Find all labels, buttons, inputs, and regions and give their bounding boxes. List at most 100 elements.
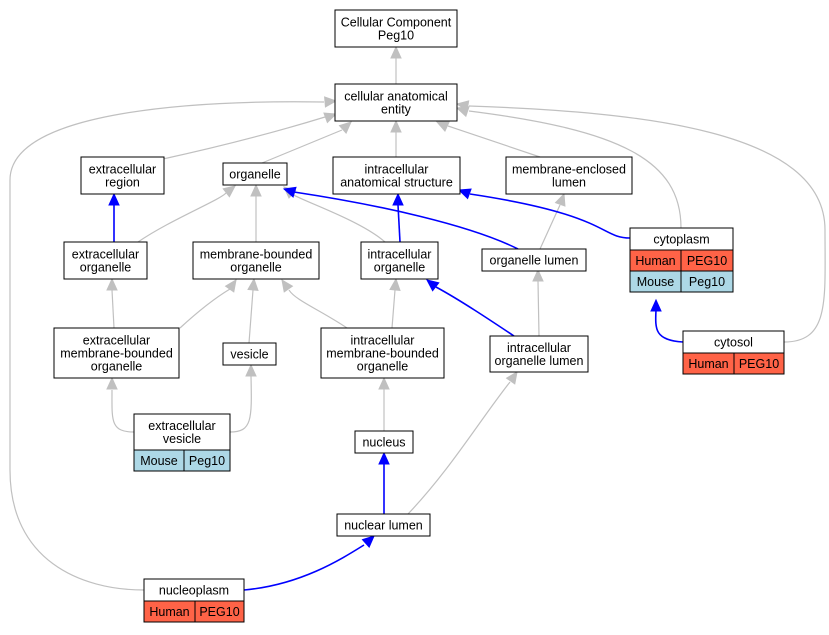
edge-io-ias: [392, 192, 404, 243]
node-nuc[interactable]: nucleus: [354, 430, 414, 454]
node-label-line: Cellular Component: [341, 16, 452, 30]
node-label-line: organelle: [229, 168, 280, 182]
gene-cell: [680, 270, 734, 293]
edge-cyto-ias: [457, 188, 631, 239]
arrowhead: [247, 277, 259, 291]
edge-eo-er: [108, 192, 120, 242]
node-label-line: membrane-enclosed: [512, 163, 626, 177]
edge-iol-io: [426, 279, 515, 337]
arrowhead: [250, 183, 262, 197]
arrowhead: [650, 298, 662, 312]
node-label-line: membrane-bounded: [326, 347, 439, 361]
node-label-line: Peg10: [378, 29, 414, 43]
node-box: [222, 162, 288, 186]
node-label-line: cytosol: [714, 336, 753, 350]
node-label-line: extracellular: [148, 419, 215, 433]
node-box: [334, 9, 458, 48]
node-box: [192, 241, 320, 280]
species-label: Mouse: [637, 275, 675, 289]
edge-ol-mel: [539, 192, 566, 250]
node-label-line: extracellular: [89, 163, 156, 177]
node-label-line: anatomical structure: [340, 176, 453, 190]
node-label-line: vesicle: [163, 432, 201, 446]
species-label: Human: [149, 605, 189, 619]
node-label-line: organelle lumen: [495, 354, 584, 368]
edges-layer: [9, 45, 826, 591]
node-box: [360, 241, 439, 280]
node-box: [320, 327, 445, 379]
node-box: [53, 327, 180, 379]
node-label-line: extracellular: [83, 334, 150, 348]
node-label-line: vesicle: [230, 348, 268, 362]
edge-np-cae: [9, 96, 338, 591]
arrowhead: [554, 192, 566, 207]
edge-org-cae: [261, 121, 352, 164]
arrowhead: [281, 279, 294, 293]
species-label: Human: [635, 254, 675, 268]
node-box: [505, 156, 633, 195]
arrowhead: [435, 121, 450, 133]
edge-nuc-imbo: [378, 376, 390, 431]
arrowhead: [390, 119, 402, 133]
node-ol[interactable]: organelle lumen: [481, 248, 587, 272]
node-label-line: organelle: [357, 360, 408, 374]
arrowhead: [361, 535, 375, 548]
node-label-line: region: [105, 176, 140, 190]
arrowhead: [245, 363, 257, 377]
node-box: [336, 513, 431, 537]
arrowhead: [282, 186, 297, 198]
arrowhead: [108, 192, 120, 206]
node-label-line: intracellular: [365, 163, 429, 177]
node-label-line: entity: [381, 103, 412, 117]
arrowhead: [222, 185, 236, 198]
node-box: [332, 156, 461, 195]
node-ves[interactable]: vesicle: [222, 342, 277, 366]
edge-imbo-io: [389, 277, 401, 329]
edge-nl-nuc: [378, 451, 390, 514]
gene-label: PEG10: [687, 254, 727, 268]
edge-ves-mbo: [247, 277, 259, 344]
gene-label: PEG10: [199, 605, 239, 619]
edge-ias-cae: [390, 119, 402, 157]
annotation-row: Human PEG10: [143, 600, 245, 623]
node-label-line: lumen: [552, 176, 586, 190]
arrowhead: [224, 279, 237, 293]
node-org[interactable]: organelle: [222, 162, 288, 186]
edge-mel-cae: [435, 121, 541, 158]
node-label-line: membrane-bounded: [200, 248, 313, 262]
node-label-line: intracellular: [507, 341, 571, 355]
arrowhead: [455, 100, 470, 112]
edge-ol-org: [282, 186, 519, 250]
node-nl[interactable]: nuclear lumen: [336, 513, 431, 537]
arrowhead: [324, 96, 338, 108]
node-label-line: organelle: [80, 261, 131, 275]
edge-ev-embo: [106, 376, 135, 433]
arrowhead: [106, 376, 118, 390]
arrowhead: [392, 192, 404, 206]
arrowhead: [390, 45, 402, 59]
node-box: [481, 248, 587, 272]
edge-io-org: [283, 186, 386, 243]
gene-label: Peg10: [189, 454, 225, 468]
node-label-line: intracellular: [368, 248, 432, 262]
gene-label: Peg10: [689, 275, 725, 289]
arrowhead: [426, 279, 440, 292]
arrowhead: [389, 277, 401, 291]
